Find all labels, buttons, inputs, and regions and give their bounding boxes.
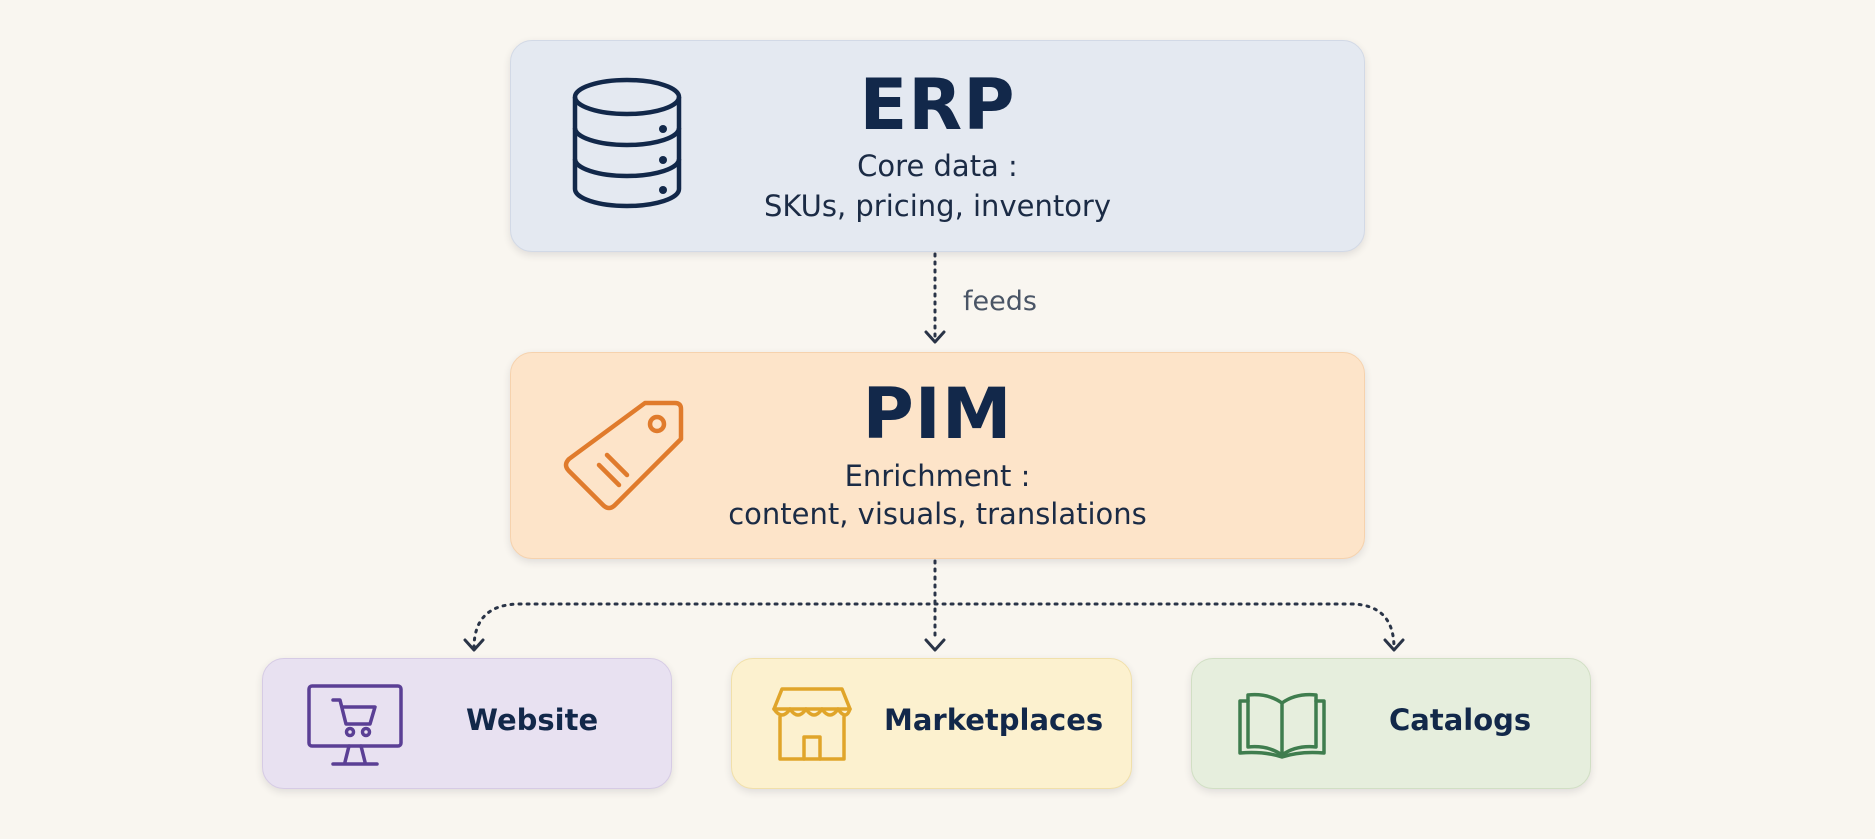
erp-title: ERP (859, 64, 1016, 146)
marketplaces-label: Marketplaces (884, 703, 1104, 737)
pim-desc-line1: Enrichment : (844, 459, 1031, 493)
channels-branch-connector (472, 602, 1396, 650)
marketplaces-box: Marketplaces (731, 658, 1132, 789)
pim-desc-line2: content, visuals, translations (728, 497, 1147, 531)
feeds-label: feeds (963, 286, 1037, 317)
pim-title: PIM (862, 373, 1013, 455)
website-box: Website (262, 658, 672, 789)
erp-desc-line1: Core data : (857, 149, 1018, 183)
arrowhead-catalogs (1383, 638, 1405, 652)
tag-icon (563, 400, 684, 511)
erp-desc-line2: SKUs, pricing, inventory (763, 189, 1112, 223)
arrowhead-pim (924, 330, 946, 344)
open-book-icon (1238, 692, 1326, 759)
catalogs-box: Catalogs (1191, 658, 1591, 789)
arrowhead-website (463, 638, 485, 652)
website-label: Website (466, 703, 599, 737)
erp-box: ERP Core data : SKUs, pricing, inventory (510, 40, 1365, 252)
monitor-cart-icon (307, 684, 403, 766)
pim-box: PIM Enrichment : content, visuals, trans… (510, 352, 1365, 559)
database-icon (572, 77, 682, 209)
storefront-icon (772, 687, 852, 761)
arrowhead-marketplaces (924, 638, 946, 652)
catalogs-label: Catalogs (1389, 703, 1532, 737)
